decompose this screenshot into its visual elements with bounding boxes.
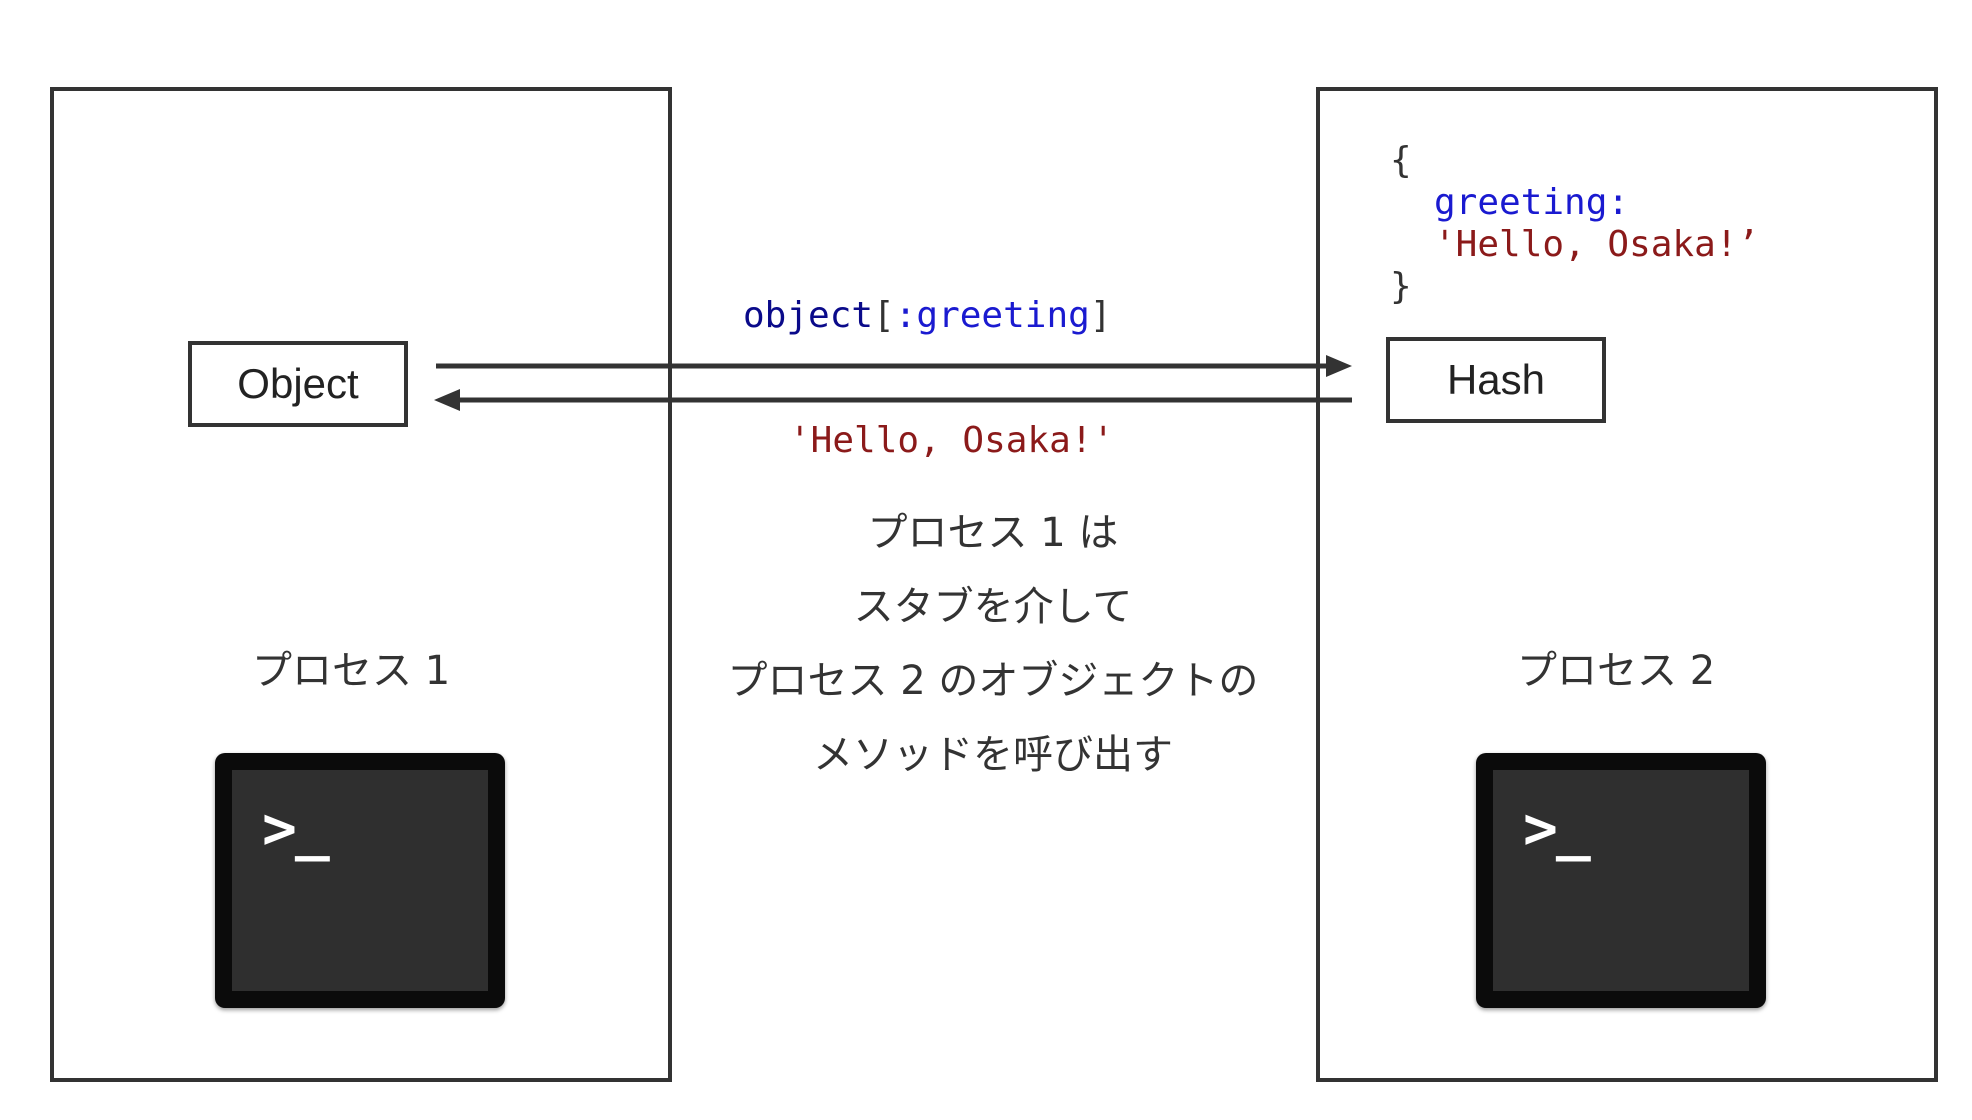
hash-label: Hash	[1446, 356, 1546, 403]
call-symbol: :greeting	[894, 295, 1090, 336]
process-2-label: プロセス 2	[1517, 648, 1716, 694]
hash-value: 'Hello, Osaka!’	[1434, 224, 1760, 265]
method-call-label: object[:greeting]	[743, 295, 1112, 336]
description-line: プロセス 2 のオブジェクトの	[727, 658, 1259, 704]
object-node: Object	[188, 341, 408, 427]
description-line: スタブを介して	[853, 584, 1133, 630]
arrow-right-icon	[436, 355, 1352, 377]
description-text: プロセス 1 は スタブを介して プロセス 2 のオブジェクトの メソッドを呼び…	[680, 496, 1306, 792]
description-line: メソッドを呼び出す	[813, 732, 1173, 778]
return-value-label: 'Hello, Osaka!'	[789, 420, 1115, 461]
call-receiver: object	[743, 295, 874, 336]
hash-open-brace: {	[1390, 140, 1412, 181]
arrow-left-icon	[434, 389, 1352, 411]
call-open-bracket: [	[873, 295, 895, 336]
terminal-screen: >_	[1493, 770, 1749, 991]
terminal-prompt: >_	[1523, 794, 1591, 862]
terminal-icon: >_	[1476, 753, 1766, 1008]
hash-literal-code: { greeting:'Hello, Osaka!’}	[1390, 140, 1759, 308]
terminal-screen: >_	[232, 770, 488, 991]
hash-node: Hash	[1386, 337, 1606, 423]
hash-close-brace: }	[1390, 266, 1412, 307]
terminal-prompt: >_	[262, 794, 330, 862]
hash-key: greeting:	[1434, 182, 1630, 223]
object-label: Object	[237, 360, 359, 407]
description-line: プロセス 1 は	[867, 510, 1119, 556]
process-1-label: プロセス 1	[252, 648, 451, 694]
call-close-bracket: ]	[1089, 295, 1112, 336]
terminal-icon: >_	[215, 753, 505, 1008]
